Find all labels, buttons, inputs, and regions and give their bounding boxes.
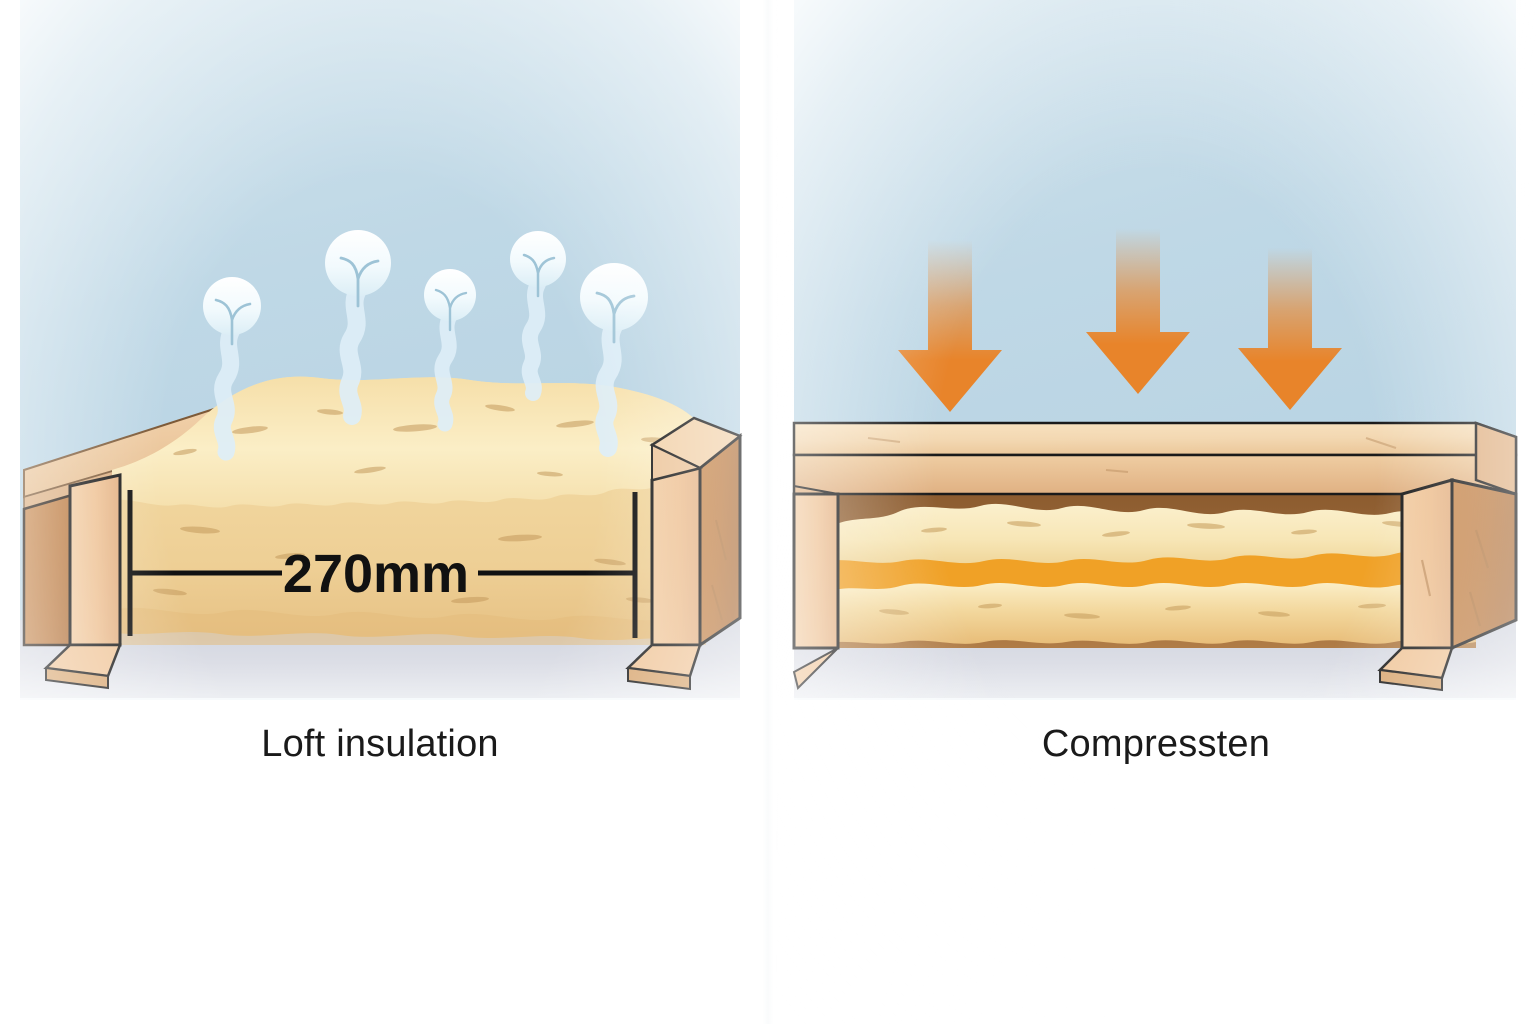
loft-insulation-illustration: 270mm (0, 0, 760, 1024)
panel-divider (758, 0, 778, 1024)
panel-compressed-insulation (776, 0, 1536, 1024)
caption-compressed-insulation: Compressten (1041, 723, 1271, 765)
panel-loft-insulation: 270mm (0, 0, 760, 1024)
compressed-insulation-illustration (776, 0, 1536, 1024)
caption-loft-insulation: Loft insulation (261, 723, 499, 765)
